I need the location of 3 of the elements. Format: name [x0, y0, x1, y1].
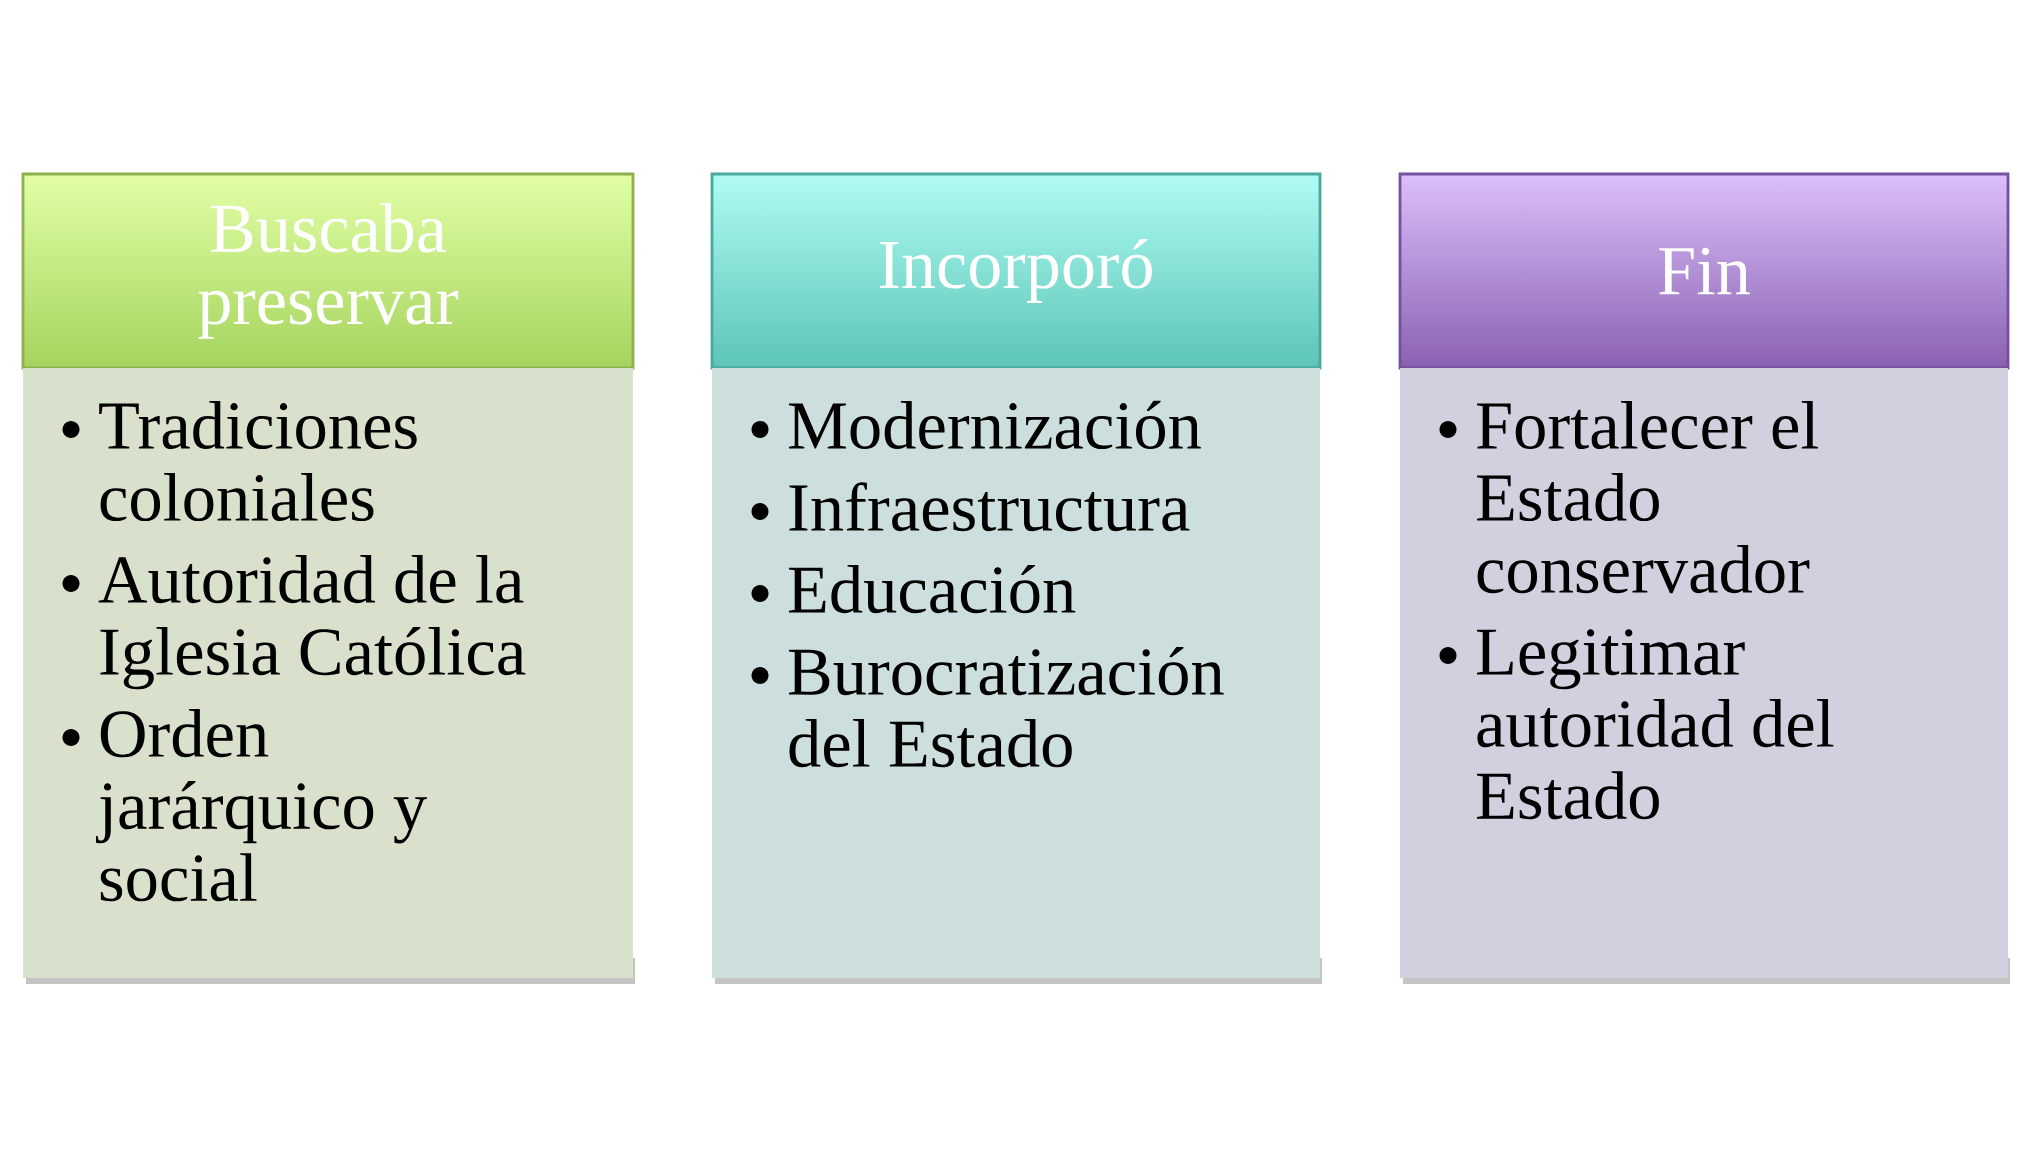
header-box: Incorporó: [710, 172, 1322, 370]
header-box: Buscaba preservar: [21, 172, 635, 370]
header-box: Fin: [1398, 172, 2010, 370]
